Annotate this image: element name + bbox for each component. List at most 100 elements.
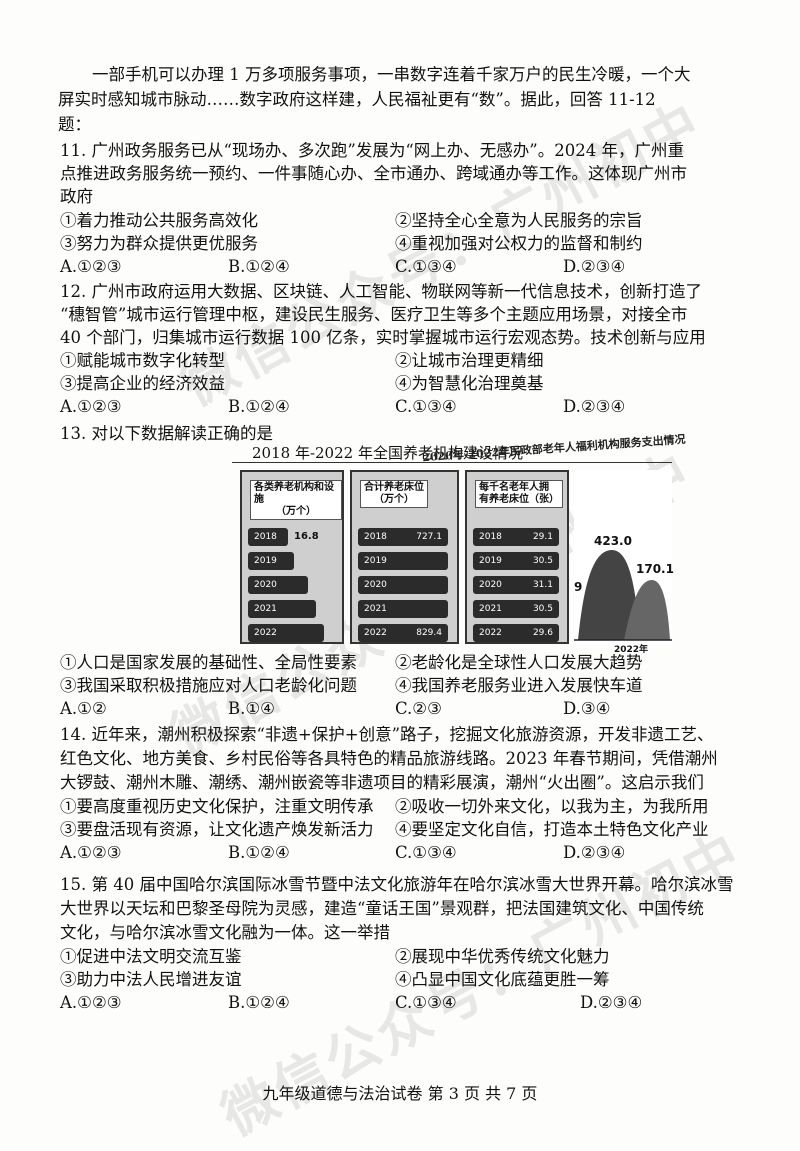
- question-11-line: 政府: [60, 187, 93, 206]
- question-13-line: 13. 对以下数据解读正确的是: [60, 424, 273, 443]
- question-12-line: 40 个部门，归集城市运行数据 100 亿条，实时掌握城市运行宏观态势。技术创新…: [60, 328, 706, 347]
- aging-data-chart: 2018 年-2022 年全国养老机构建设情况 2020年-2022年民政部老年…: [232, 433, 686, 655]
- question-14-line: 14. 近年来，潮州积极探索“非遗+保护+创意”路子，挖掘文化旅游资源，开发非遗…: [60, 725, 714, 744]
- bar-value: 31.1: [532, 580, 553, 590]
- year-bar: 2022 829.4: [358, 624, 448, 642]
- intro-line: 屏实时感知城市脉动……数字政府这样建，人民福祉更有“数”。据此，回答 11-12: [58, 90, 656, 109]
- peak-year: 2022年: [614, 645, 649, 655]
- expenditure-peaks: [574, 550, 672, 641]
- bar-value: 30.5: [532, 556, 553, 566]
- intro-line: 题：: [58, 115, 91, 134]
- q11-choice-a[interactable]: A.①②③: [60, 257, 122, 276]
- panel-title-line: （万个）: [276, 506, 316, 517]
- bar-value: 16.8: [294, 531, 319, 542]
- year-bar: 2022: [248, 624, 324, 642]
- panel-title: 各类养老机构和设施 （万个）: [250, 480, 342, 520]
- bar-value: 30.5: [532, 604, 553, 614]
- q13-item-4: ④我国养老服务业进入发展快车道: [395, 676, 643, 695]
- bar-year: 2021: [479, 604, 502, 614]
- question-15-line: 15. 第 40 届中国哈尔滨国际冰雪节暨中法文化旅游年在哈尔滨冰雪大世界开幕。…: [60, 875, 734, 894]
- panel-title-line: （万个）: [374, 494, 414, 505]
- q13-choice-b[interactable]: B.①④: [228, 699, 275, 718]
- intro-line: 一部手机可以办理 1 万多项服务事项，一串数字连着千家万户的民生冷暖，一个大: [92, 65, 691, 84]
- question-12-line: 12. 广州市政府运用大数据、区块链、人工智能、物联网等新一代信息技术，创新打造…: [60, 282, 702, 301]
- panel-title-line: 合计养老床位: [364, 482, 424, 493]
- q13-item-2: ②老龄化是全球性人口发展大趋势: [395, 653, 643, 672]
- year-bar: 2018 727.1: [358, 528, 448, 546]
- q11-item-2: ②坚持全心全意为人民服务的宗旨: [395, 211, 643, 230]
- year-bar: 2019: [248, 552, 294, 570]
- bar-year: 2018: [479, 532, 502, 542]
- year-bar: 2021: [358, 600, 448, 618]
- q12-item-3: ③提高企业的经济效益: [60, 374, 225, 393]
- q14-choice-c[interactable]: C.①③④: [395, 843, 457, 862]
- panel-expenditure: 423.0 170.1 9 2022年: [574, 470, 674, 655]
- year-bar: 2019 30.5: [473, 552, 559, 570]
- panel-title-line: 有养老床位（张）: [479, 494, 559, 505]
- question-15-line: 文化，与哈尔滨冰雪文化融为一体。这一举措: [60, 923, 390, 942]
- question-11-line: 点推进政务服务统一预约、一件事随心办、全市通办、跨域通办等工作。这体现广州市: [60, 164, 687, 183]
- q15-choice-b[interactable]: B.①②④: [228, 993, 290, 1012]
- q11-item-3: ③努力为群众提供更优服务: [60, 234, 258, 253]
- q15-item-2: ②展现中华优秀传统文化魅力: [395, 947, 610, 966]
- page-footer: 九年级道德与法治试卷 第 3 页 共 7 页: [262, 1084, 538, 1103]
- q13-choice-a[interactable]: A.①②: [60, 699, 107, 718]
- q14-choice-a[interactable]: A.①②③: [60, 843, 122, 862]
- year-bar: 2020: [248, 576, 308, 594]
- panel-institutions: 各类养老机构和设施 （万个） 2018 16.8 2019 2020 2021 …: [240, 470, 344, 644]
- peak-value: 9: [574, 580, 583, 594]
- bar-year: 2018: [364, 532, 387, 542]
- year-bar: 2018: [248, 528, 288, 546]
- q14-choice-d[interactable]: D.②③④: [563, 843, 626, 862]
- bar-value: 29.6: [532, 628, 553, 638]
- year-bar: 2020: [358, 576, 448, 594]
- panel-title-line: 各类养老机构和设施: [254, 482, 334, 505]
- chart-title: 2018 年-2022 年全国养老机构建设情况: [252, 444, 523, 462]
- bar-value: 829.4: [416, 628, 442, 638]
- q11-choice-c[interactable]: C.①③④: [395, 257, 457, 276]
- q14-item-4: ④要坚定文化自信，打造本土特色文化产业: [395, 820, 709, 839]
- q15-choice-a[interactable]: A.①②③: [60, 993, 122, 1012]
- q15-item-4: ④凸显中国文化底蕴更胜一筹: [395, 970, 610, 989]
- question-12-line: “穗智管”城市运行管理中枢，建设民生服务、医疗卫生等多个主题应用场景，对接全市: [60, 305, 688, 324]
- bar-year: 2022: [364, 628, 387, 638]
- q15-item-1: ①促进中法文明交流互鉴: [60, 947, 242, 966]
- q14-choice-b[interactable]: B.①②④: [228, 843, 290, 862]
- peak-value: 423.0: [594, 534, 632, 548]
- panel-title-line: 每千名老年人拥: [479, 482, 549, 493]
- year-bar: 2021 30.5: [473, 600, 559, 618]
- bar-value: 727.1: [416, 532, 442, 542]
- q14-item-3: ③要盘活现有资源，让文化遗产焕发新活力: [60, 820, 374, 839]
- peak-2022: [624, 580, 670, 640]
- q12-choice-d[interactable]: D.②③④: [563, 397, 626, 416]
- q11-choice-d[interactable]: D.②③④: [563, 257, 626, 276]
- year-bar: 2022 29.6: [473, 624, 559, 642]
- q15-choice-d[interactable]: D.②③④: [580, 993, 643, 1012]
- year-bar: 2019: [358, 552, 448, 570]
- q12-choice-b[interactable]: B.①②④: [228, 397, 290, 416]
- q13-choice-d[interactable]: D.③④: [563, 699, 611, 718]
- panel-beds: 合计养老床位 （万个） 2018 727.1 2019 2020 2021 202…: [350, 470, 459, 644]
- q12-item-2: ②让城市治理更精细: [395, 351, 544, 370]
- q11-choice-b[interactable]: B.①②④: [228, 257, 290, 276]
- q12-item-1: ①赋能城市数字化转型: [60, 351, 225, 370]
- year-bar: 2020 31.1: [473, 576, 559, 594]
- bar-year: 2020: [479, 580, 502, 590]
- peak-2021: [578, 550, 640, 640]
- bar-year: 2022: [479, 628, 502, 638]
- q12-choice-c[interactable]: C.①③④: [395, 397, 457, 416]
- chart-divider: [232, 462, 672, 463]
- q15-choice-c[interactable]: C.①③④: [395, 993, 457, 1012]
- q13-choice-c[interactable]: C.②③: [395, 699, 442, 718]
- question-14-line: 红色文化、地方美食、乡村民俗等各具特色的精品旅游线路。2023 年春节期间，凭借…: [60, 749, 718, 768]
- q15-item-3: ③助力中法人民增进友谊: [60, 970, 242, 989]
- question-11-line: 11. 广州政务服务已从“现场办、多次跑”发展为“网上办、无感办”。2024 年…: [60, 141, 684, 160]
- q13-item-1: ①人口是国家发展的基础性、全局性要素: [60, 653, 357, 672]
- q12-choice-a[interactable]: A.①②③: [60, 397, 122, 416]
- question-15-line: 大世界以天坛和巴黎圣母院为灵感，建造“童话王国”景观群，把法国建筑文化、中国传统: [60, 899, 704, 918]
- panel-title: 每千名老年人拥 有养老床位（张）: [475, 480, 563, 508]
- q11-item-4: ④重视加强对公权力的监督和制约: [395, 234, 643, 253]
- bar-year: 2019: [479, 556, 502, 566]
